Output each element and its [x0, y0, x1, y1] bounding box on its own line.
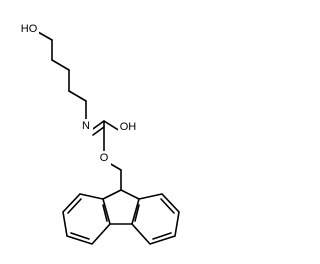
fluorenyl-group: [62, 189, 180, 245]
left-ring-double-3: [67, 198, 82, 214]
bond-c9-right: [120, 189, 140, 200]
left-benzene-ring: [62, 193, 111, 245]
right-ring-double-1: [134, 204, 140, 222]
left-ring-double-1: [102, 204, 108, 222]
bond-c9-left: [102, 189, 122, 200]
bond-c-n-double: [92, 126, 105, 136]
bond-c4-c5: [68, 90, 87, 102]
atom-labels: HO N OH O: [19, 22, 138, 165]
right-ring-double-2: [152, 232, 172, 240]
chemical-structure: HO N OH O: [19, 22, 180, 245]
bond-o-c1: [37, 31, 53, 41]
atom-label-n: N: [82, 120, 90, 132]
right-ring-double-3: [160, 198, 175, 214]
bond-c2-c3: [51, 59, 70, 71]
atom-label-o: O: [100, 152, 109, 164]
atom-label-oh: OH: [120, 121, 137, 133]
bond-c-oh: [103, 120, 121, 132]
right-benzene-ring: [131, 193, 180, 245]
left-ring-double-2: [70, 232, 90, 240]
pentyl-chain: [37, 31, 87, 121]
atom-label-ho: HO: [21, 23, 38, 35]
